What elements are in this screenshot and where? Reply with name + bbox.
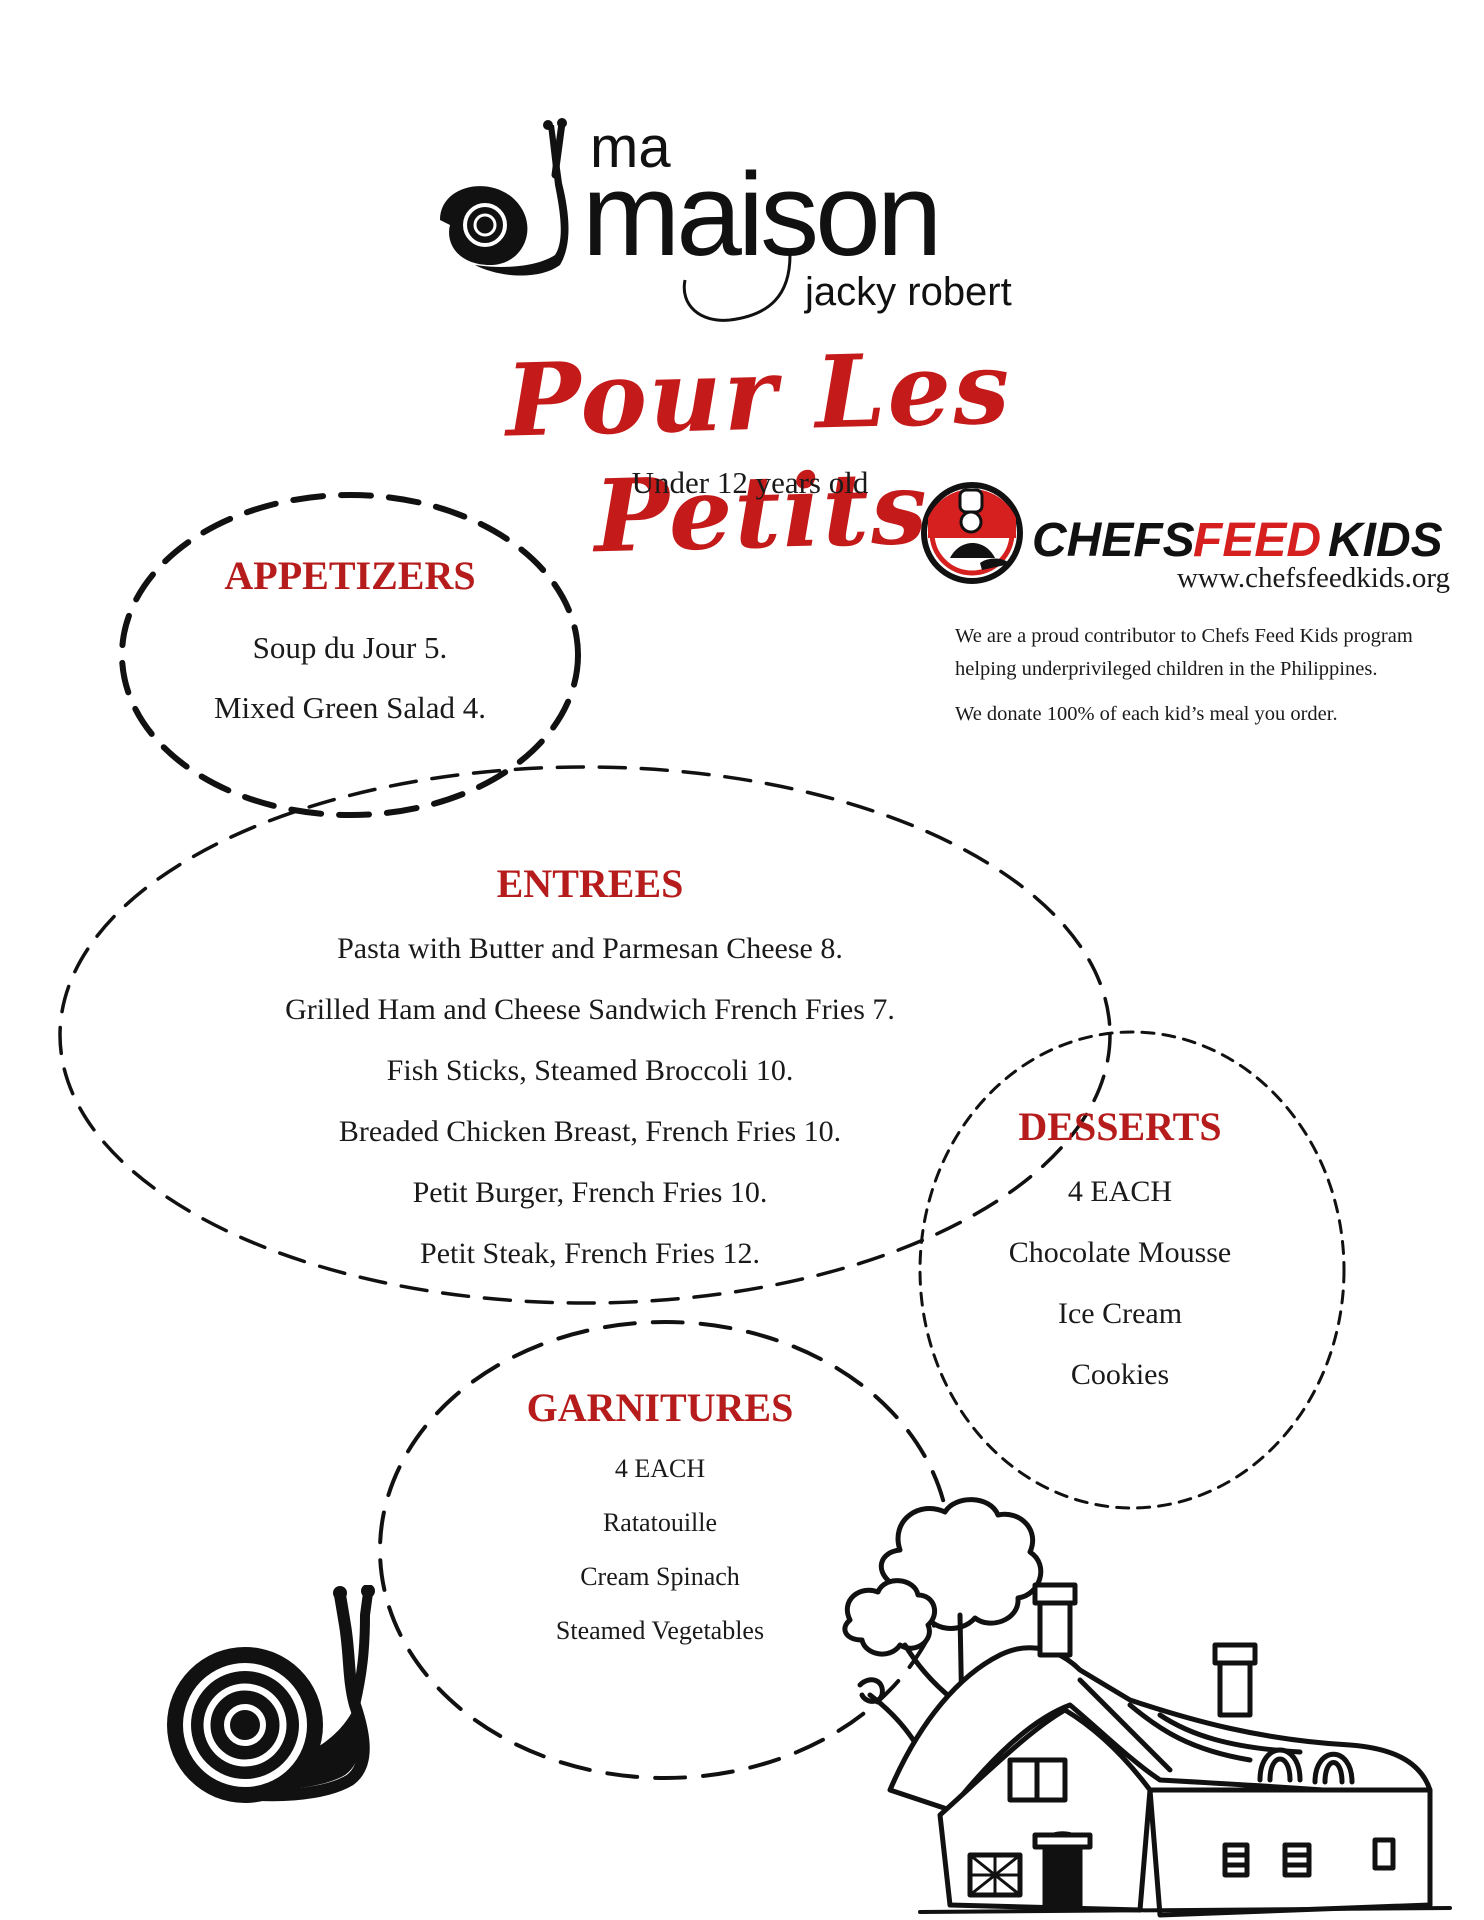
snail-icon bbox=[150, 1585, 410, 1810]
cfk-website[interactable]: www.chefsfeedkids.org bbox=[1176, 562, 1450, 594]
logo-maison-text: maison bbox=[582, 149, 938, 281]
menu-item: Petit Steak, French Fries 12. bbox=[420, 1237, 760, 1270]
logo-jacky-robert-text: jacky robert bbox=[804, 270, 1012, 314]
appetizers-bubble-outline bbox=[119, 492, 581, 818]
menu-item: Soup du Jour 5. bbox=[252, 630, 448, 665]
menu-item: Ratatouille bbox=[602, 1508, 718, 1537]
cottage-icon bbox=[830, 1490, 1470, 1920]
menu-item: 4 EACH bbox=[614, 1454, 706, 1483]
cfk-feed-word: FEED bbox=[1193, 514, 1321, 567]
menu-item: Petit Burger, French Fries 10. bbox=[412, 1176, 768, 1209]
menu-item: Mixed Green Salad 4. bbox=[213, 690, 487, 725]
age-note: Under 12 years old bbox=[631, 465, 869, 500]
desserts-section: DESSERTS 4 EACH Chocolate Mousse Ice Cre… bbox=[960, 1105, 1280, 1405]
menu-item: Chocolate Mousse bbox=[1008, 1236, 1232, 1269]
cfk-paragraph: We are a proud contributor to Chefs Feed… bbox=[955, 625, 1413, 680]
cfk-description: We are a proud contributor to Chefs Feed… bbox=[955, 620, 1425, 743]
logo-snail-icon bbox=[440, 118, 569, 276]
section-title: GARNITURES bbox=[526, 1385, 794, 1430]
menu-item: Cream Spinach bbox=[580, 1562, 740, 1591]
logo-ma-text: ma bbox=[590, 115, 671, 180]
garnitures-section: GARNITURES 4 EACH Ratatouille Cream Spin… bbox=[480, 1386, 840, 1658]
chefs-feed-kids-logo: CHEFS FEED KIDS bbox=[920, 478, 1460, 603]
appetizers-section: APPETIZERS Soup du Jour 5. Mixed Green S… bbox=[190, 554, 510, 738]
ma-maison-logo: ma maison jacky robert bbox=[430, 115, 1050, 330]
desserts-bubble-outline bbox=[918, 1030, 1346, 1510]
menu-item: Fish Sticks, Steamed Broccoli 10. bbox=[386, 1054, 794, 1087]
menu-item: Breaded Chicken Breast, French Fries 10. bbox=[338, 1115, 842, 1148]
chef-icon bbox=[921, 482, 1023, 584]
entrees-bubble-outline bbox=[58, 765, 1112, 1305]
menu-item: Steamed Vegetables bbox=[555, 1616, 765, 1645]
section-title: DESSERTS bbox=[1018, 1104, 1222, 1149]
tree-icon bbox=[842, 1497, 1044, 1763]
menu-item: Cookies bbox=[1070, 1358, 1170, 1391]
cfk-paragraph: We donate 100% of each kid’s meal you or… bbox=[955, 703, 1338, 725]
menu-item: Pasta with Butter and Parmesan Cheese 8. bbox=[337, 932, 843, 965]
cfk-chefs-word: CHEFS bbox=[1032, 514, 1195, 567]
cfk-kids-word: KIDS bbox=[1328, 514, 1443, 567]
section-title: ENTREES bbox=[496, 861, 684, 906]
menu-item: Ice Cream bbox=[1057, 1297, 1183, 1330]
section-title: APPETIZERS bbox=[224, 553, 476, 598]
menu-item: Grilled Ham and Cheese Sandwich French F… bbox=[285, 993, 895, 1026]
menu-item: 4 EACH bbox=[1067, 1175, 1173, 1208]
entrees-section: ENTREES Pasta with Butter and Parmesan C… bbox=[170, 862, 1010, 1284]
